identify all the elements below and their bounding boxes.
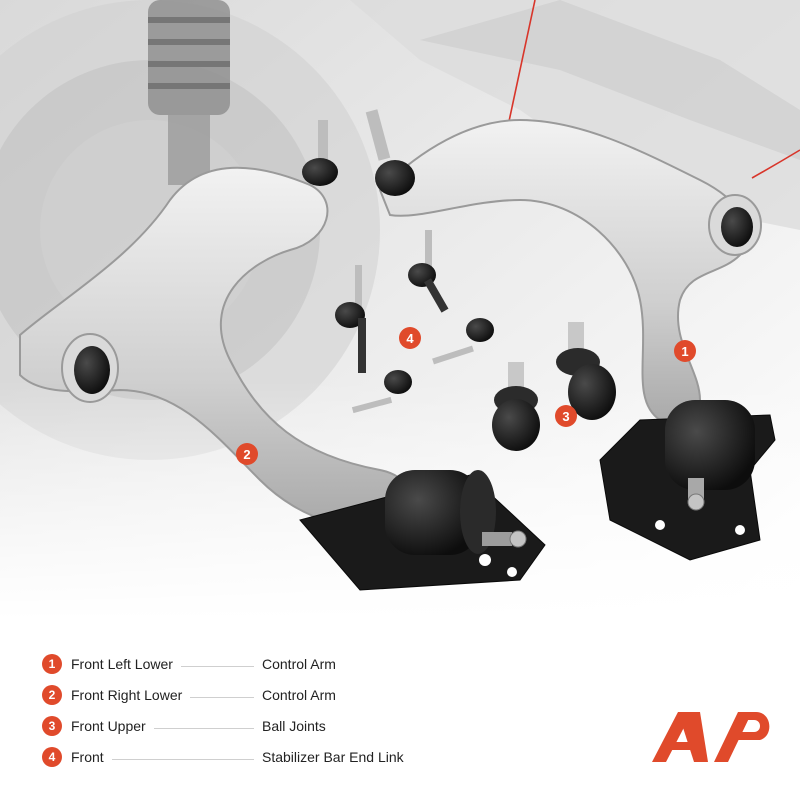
legend-part: Ball Joints [262,717,326,734]
legend-divider [190,697,254,698]
legend-item: 2 Front Right Lower Control Arm [42,679,462,710]
stabilizer-end-links [335,230,494,414]
product-photo: 1 2 3 4 [0,0,800,620]
front-right-lower-control-arm [19,166,546,591]
legend-part: Control Arm [262,655,336,672]
upper-ball-joints [492,322,616,451]
a-premium-logo-icon [652,712,770,762]
callout-badge-2: 2 [236,443,258,465]
arm-ball-joint-studs [302,109,415,196]
legend-number: 2 [42,684,62,705]
legend-number: 1 [42,653,62,674]
legend-divider [111,759,254,760]
legend-number: 3 [42,715,62,736]
legend-item: 3 Front Upper Ball Joints [42,710,462,741]
callout-badge-1: 1 [674,340,696,362]
callout-badge-4: 4 [399,327,421,349]
legend-number: 4 [42,746,62,767]
legend-item: 1 Front Left Lower Control Arm [42,648,462,679]
callout-badge-3: 3 [555,405,577,427]
legend-part: Stabilizer Bar End Link [262,748,404,765]
parts-legend: 1 Front Left Lower Control Arm 2 Front R… [42,648,462,772]
legend-divider [180,666,254,667]
front-left-lower-control-arm [378,118,776,561]
legend-part: Control Arm [262,686,336,703]
legend-position: Front Upper [71,717,146,734]
legend-divider [153,728,254,729]
legend-position: Front Right Lower [71,686,183,703]
parts-illustration [0,0,800,620]
legend-position: Front Left Lower [71,655,173,672]
legend-item: 4 Front Stabilizer Bar End Link [42,741,462,772]
legend-position: Front [71,748,104,765]
